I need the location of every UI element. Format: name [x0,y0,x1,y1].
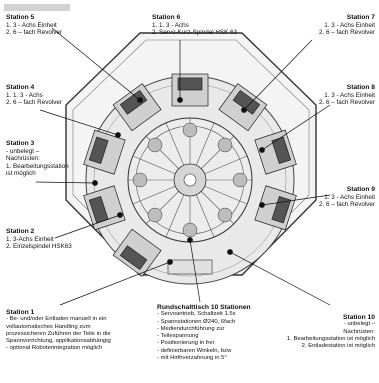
station-3-item-2: Nachrüsten: [6,155,40,163]
rotary-table-title: Rundschalttisch 10 Stationen [157,304,251,311]
station-6-title: Station 6 [152,14,181,21]
station-8-item-2: 2. 6 – fach Revolver [318,99,375,107]
table-fixtures [132,122,248,238]
station-8-item-1: 1. 3 - Achs Einheit [324,91,375,99]
station-1-label: Station 1 - Be- und/oder Entladen manuel… [6,309,111,353]
station-1-item-1: - Be- und/oder Entladen manuell in ein [6,316,107,323]
station-9-item-1: 1. 3 - Achs Einheit [324,193,375,201]
station-2-title: Station 2 [6,228,35,235]
station-6-item-2: 2. Servo-Kurz-Spindel HSK 63 [152,29,238,37]
rotary-table-item-4: Teilespannung [157,333,251,340]
station-1-item-3: prozessicheren Zuführen der Teile in die [6,330,111,337]
station-4-item-2: 2. 6 – fach Revolver [6,99,63,107]
station-3-item-3: 1. Bearbeitungsstation [6,162,69,170]
header-bar [4,4,70,11]
station-7-label: Station 7 1. 3 - Achs Einheit 2. 6 – fac… [319,14,375,37]
station-2-item-1: 1. 3-Achs Einheit [6,235,54,243]
station-10-title: Station 10 [343,314,375,321]
station-4-label: Station 4 1. 1. 3 - Achs 2. 6 – fach Rev… [6,84,62,107]
station-8-title: Station 8 [346,84,375,91]
loading-area [167,259,213,275]
rotary-table-item-3: Mediendurchführung zur [157,326,251,333]
station-1-item-2: vollautomatisches Handling zum [6,323,91,330]
rotary-table-item-2: Spannstationen Ø240, 6fach [157,319,251,326]
station-5-label: Station 5 1. 3 - Achs Einheit 2. 6 – fac… [6,14,62,37]
leader-lines [35,27,331,306]
station-6-label: Station 6 1. 1. 3 - Achs 2. Servo-Kurz-S… [152,14,237,37]
rotary-table-item-6: definierbaren Winkeln, bzw [157,348,251,355]
station-10-item-1: - unbelegt – [343,321,375,328]
station-10-item-4: 2. Entladestation ist möglich [301,343,375,350]
station-3-item-1: - unbelegt – [6,147,40,155]
rotary-table-item-5: Positionierung in frei [157,340,251,347]
station-9-label: Station 9 1. 3 - Achs Einheit 2. 6 – fac… [319,186,375,209]
station-5-item-2: 2. 6 – fach Revolver [6,29,63,37]
station-1-title: Station 1 [6,309,35,316]
station-3-item-4: ist möglich [6,170,36,178]
station-10-label: Station 10 - unbelegt – Nachrüsten: 1. B… [287,314,375,350]
station-4-item-1: 1. 1. 3 - Achs [6,91,43,99]
station-7-item-2: 2. 6 – fach Revolver [318,29,375,37]
station-8-label: Station 8 1. 3 - Achs Einheit 2. 6 – fac… [319,84,375,107]
station-4-title: Station 4 [6,84,35,91]
station-6-item-1: 1. 1. 3 - Achs [152,21,189,29]
rotary-table-item-1: Servoantrieb, Schaltzeit 1.5s [157,311,251,318]
rotary-table-item-7: mit Hirthverzahnung in 5° [157,355,251,362]
station-3-label: Station 3 - unbelegt – Nachrüsten: 1. Be… [6,140,69,178]
station-2-item-2: 2. Einzelspindel HSK63 [6,243,72,251]
station-7-item-1: 1. 3 - Achs Einheit [324,21,375,29]
station-9-title: Station 9 [346,186,375,193]
station-3-title: Station 3 [6,140,35,147]
station-units [83,73,297,277]
station-7-title: Station 7 [346,14,375,21]
station-5-item-1: 1. 3 - Achs Einheit [6,21,57,29]
station-1-item-5: - optional Roboterintegration möglich [6,345,103,352]
station-10-item-2: Nachrüsten: [343,328,375,335]
rotary-table-label: Rundschalttisch 10 Stationen Servoantrie… [157,304,251,362]
station-1-item-4: Spannvorrichtung, applikationsabhängig [6,338,111,345]
station-5-title: Station 5 [6,14,35,21]
station-2-label: Station 2 1. 3-Achs Einheit 2. Einzelspi… [6,228,72,251]
station-10-item-3: 1. Bearbeitungsstation ist möglich [286,335,375,342]
station-9-item-2: 2. 6 – fach Revolver [318,201,375,209]
